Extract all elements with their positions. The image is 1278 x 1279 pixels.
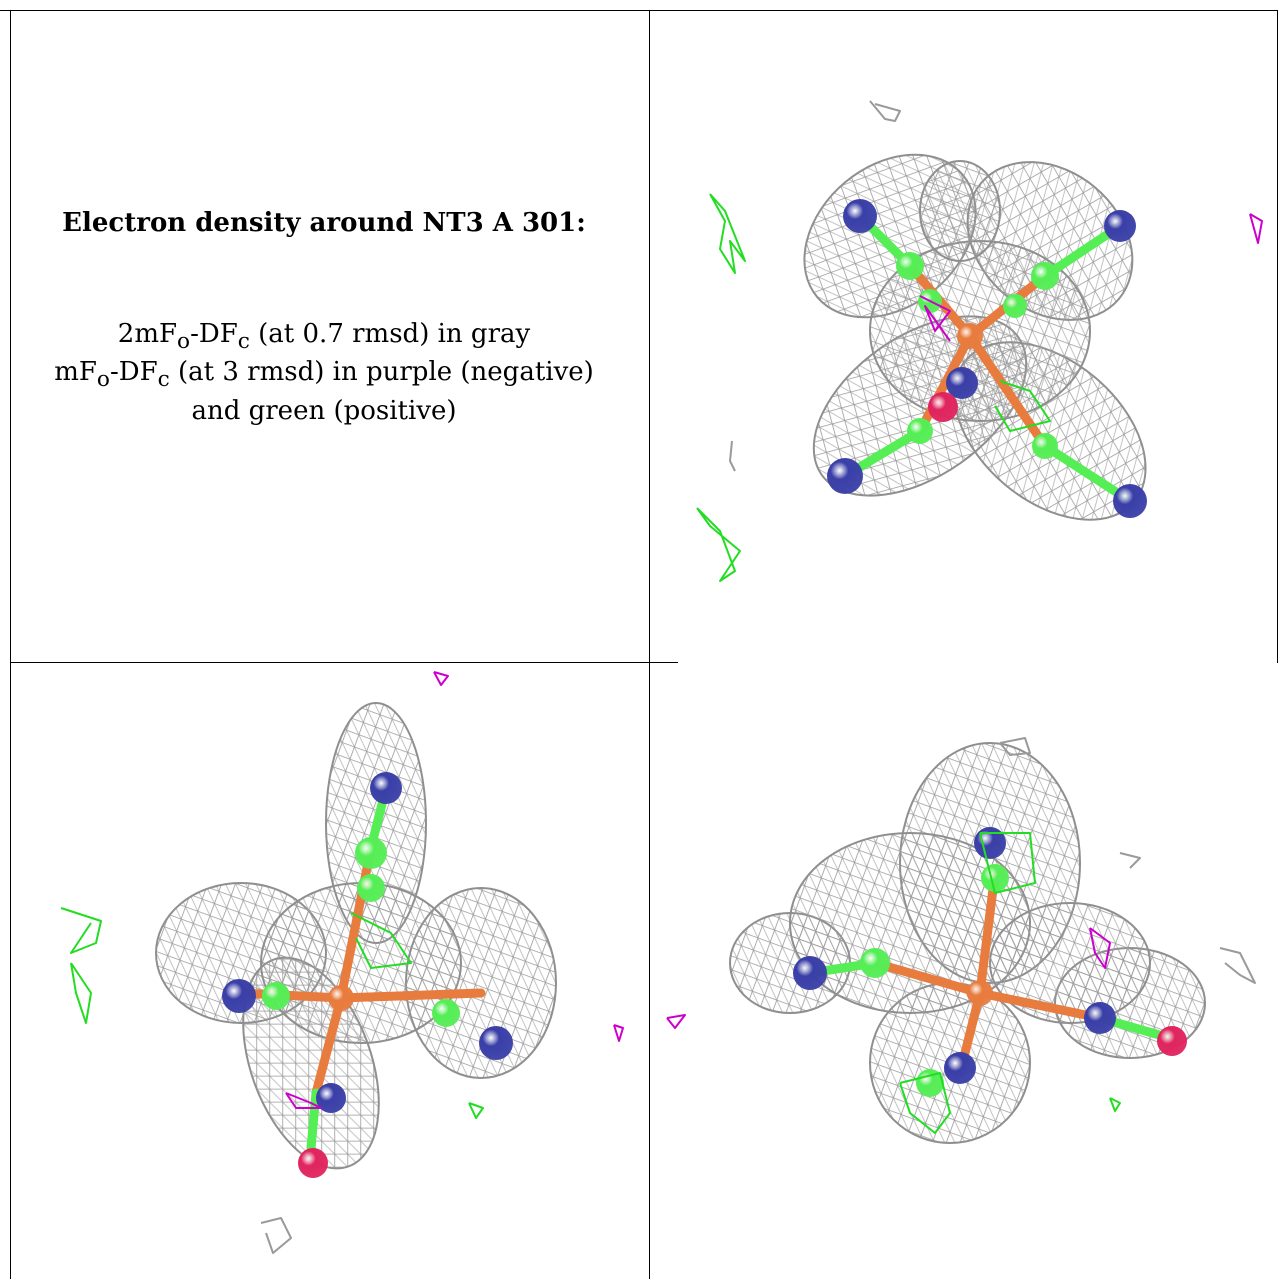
blue-atom <box>946 367 978 399</box>
difference-density-group <box>60 671 624 1254</box>
atom-group <box>793 827 1187 1097</box>
negative-density-fragment <box>666 1014 686 1029</box>
gray-density-fragment <box>260 1217 292 1254</box>
orange-atom <box>967 980 993 1006</box>
positive-density-fragment <box>60 907 102 954</box>
density-map-top-right <box>696 100 1263 582</box>
bond <box>336 843 376 1003</box>
blue-atom <box>479 1026 513 1060</box>
bond <box>311 993 346 1098</box>
green-atom <box>860 948 890 978</box>
positive-density-fragment <box>709 193 746 274</box>
blue-atom <box>1113 484 1147 518</box>
caption-description: 2mFo-DFc (at 0.7 rmsd) in gray mFo-DFc (… <box>0 318 648 429</box>
green-atom <box>1031 262 1059 290</box>
green-atom <box>357 874 385 902</box>
negative-density-fragment <box>1089 927 1111 969</box>
gray-density-lobe <box>919 160 1001 262</box>
divider-horizontal <box>10 662 678 663</box>
green-atom <box>916 1069 944 1097</box>
negative-density-fragment <box>919 295 951 342</box>
caption-title: Electron density around NT3 A 301: <box>62 208 586 238</box>
blue-atom <box>843 199 877 233</box>
positive-density-fragment <box>899 1072 951 1134</box>
density-map-bottom-right <box>666 737 1256 1144</box>
green-atom <box>355 837 387 869</box>
border-left-top <box>10 10 11 663</box>
blue-atom <box>1104 210 1136 242</box>
orange-atom <box>957 323 983 349</box>
legend-line-purple: mFo-DFc (at 3 rmsd) in purple (negative) <box>54 357 594 393</box>
positive-density-fragment <box>70 962 92 1024</box>
bond-group <box>236 783 486 1153</box>
blue-atom <box>793 956 827 990</box>
bond <box>975 868 1000 998</box>
green-atom <box>1003 294 1027 318</box>
view-bottom-right <box>650 663 1278 1279</box>
bond <box>915 331 975 436</box>
density-map-bottom-left <box>60 671 624 1254</box>
green-atom <box>262 982 290 1010</box>
negative-density-fragment <box>433 671 449 686</box>
negative-density-fragment <box>1249 213 1263 244</box>
blue-atom <box>827 458 863 494</box>
legend-line-gray: 2mFo-DFc (at 0.7 rmsd) in gray <box>117 319 531 355</box>
red-atom <box>928 392 958 422</box>
gray-density-lobe <box>989 902 1151 1024</box>
gray-density-lobe <box>789 832 1031 1014</box>
bond <box>965 331 1050 451</box>
positive-density-fragment <box>350 912 412 969</box>
blue-atom <box>974 827 1006 859</box>
density-mesh-group <box>729 742 1206 1144</box>
positive-density-fragment <box>979 832 1036 894</box>
blue-atom <box>944 1052 976 1084</box>
legend-line-green: and green (positive) <box>191 395 457 426</box>
atom-group <box>827 199 1147 518</box>
view-top-right <box>650 11 1277 662</box>
divider-vertical <box>649 10 650 1279</box>
red-atom <box>298 1148 328 1178</box>
positive-density-fragment <box>1109 1097 1121 1112</box>
caption-cell: Electron density around NT3 A 301: 2mFo-… <box>0 0 648 662</box>
gray-density-fragment <box>999 737 1031 756</box>
bond <box>975 988 1105 1023</box>
gray-density-fragment <box>869 100 901 122</box>
positive-density-fragment <box>468 1102 484 1119</box>
gray-density-fragment <box>1219 947 1256 984</box>
positive-density-fragment <box>696 507 741 582</box>
negative-density-fragment <box>613 1024 624 1042</box>
green-atom <box>1032 433 1058 459</box>
green-atom <box>907 418 933 444</box>
atom-group <box>222 772 513 1178</box>
orange-atom <box>328 985 354 1011</box>
bond <box>870 958 985 998</box>
view-bottom-left <box>11 663 649 1279</box>
green-atom <box>896 252 924 280</box>
positive-density-fragment <box>994 380 1051 432</box>
bond <box>306 1088 321 1153</box>
green-atom <box>432 999 460 1027</box>
border-left-bottom <box>10 662 11 1279</box>
difference-density-group <box>696 100 1263 582</box>
bond <box>336 988 486 1003</box>
blue-atom <box>370 772 402 804</box>
red-atom <box>1157 1026 1187 1056</box>
blue-atom <box>1084 1002 1116 1034</box>
bond <box>236 988 346 1003</box>
blue-atom <box>316 1083 346 1113</box>
border-top <box>0 10 1278 11</box>
negative-density-fragment <box>285 1092 322 1109</box>
difference-density-group <box>666 737 1256 1134</box>
green-atom <box>981 864 1009 892</box>
blue-atom <box>222 979 256 1013</box>
gray-density-fragment <box>1119 852 1141 869</box>
gray-density-fragment <box>729 440 736 472</box>
